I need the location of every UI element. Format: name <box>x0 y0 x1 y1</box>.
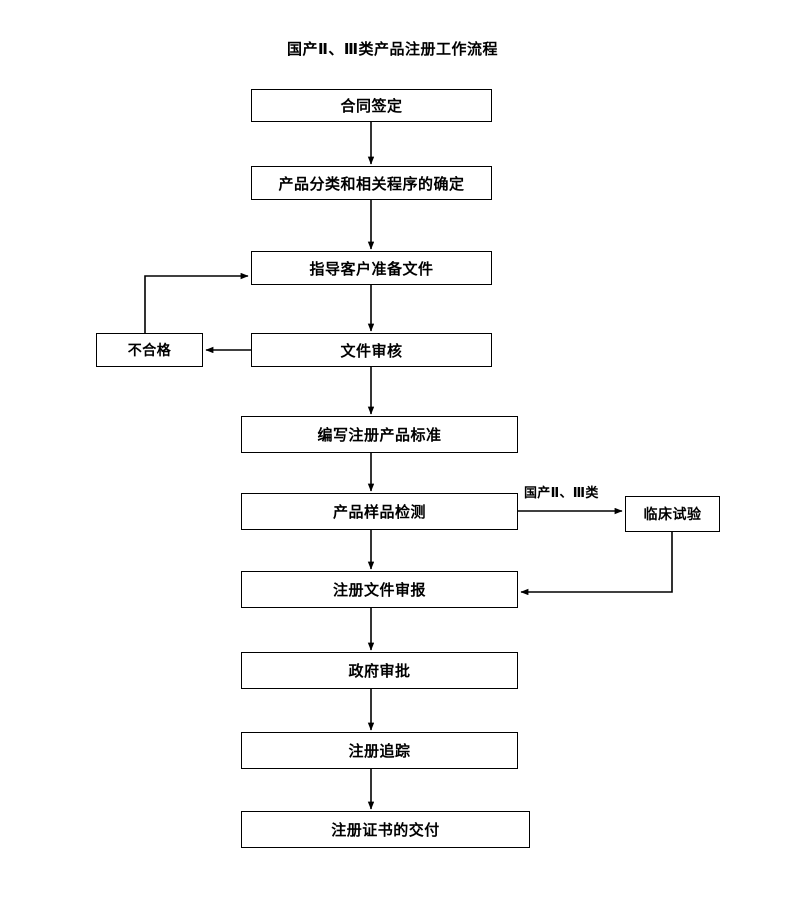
node-sample-testing[interactable]: 产品样品检测 <box>241 493 518 530</box>
node-guide-client-documents[interactable]: 指导客户准备文件 <box>251 251 492 285</box>
node-write-product-standard[interactable]: 编写注册产品标准 <box>241 416 518 453</box>
node-clinical-trial[interactable]: 临床试验 <box>625 496 720 532</box>
edge-label-domestic-class-2-3: 国产Ⅱ、Ⅲ类 <box>524 486 599 501</box>
node-document-review[interactable]: 文件审核 <box>251 333 492 367</box>
node-registration-tracking[interactable]: 注册追踪 <box>241 732 518 769</box>
edge-n8-n9-return <box>520 532 673 596</box>
node-contract-signing[interactable]: 合同签定 <box>251 89 492 122</box>
node-product-classification[interactable]: 产品分类和相关程序的确定 <box>251 166 492 200</box>
edge-n5-n3-feedback <box>144 272 249 333</box>
page-title: 国产Ⅱ、Ⅲ类产品注册工作流程 <box>286 40 499 58</box>
node-unqualified[interactable]: 不合格 <box>96 333 203 367</box>
node-certificate-delivery[interactable]: 注册证书的交付 <box>241 811 530 848</box>
node-government-approval[interactable]: 政府审批 <box>241 652 518 689</box>
node-registration-filing[interactable]: 注册文件审报 <box>241 571 518 608</box>
